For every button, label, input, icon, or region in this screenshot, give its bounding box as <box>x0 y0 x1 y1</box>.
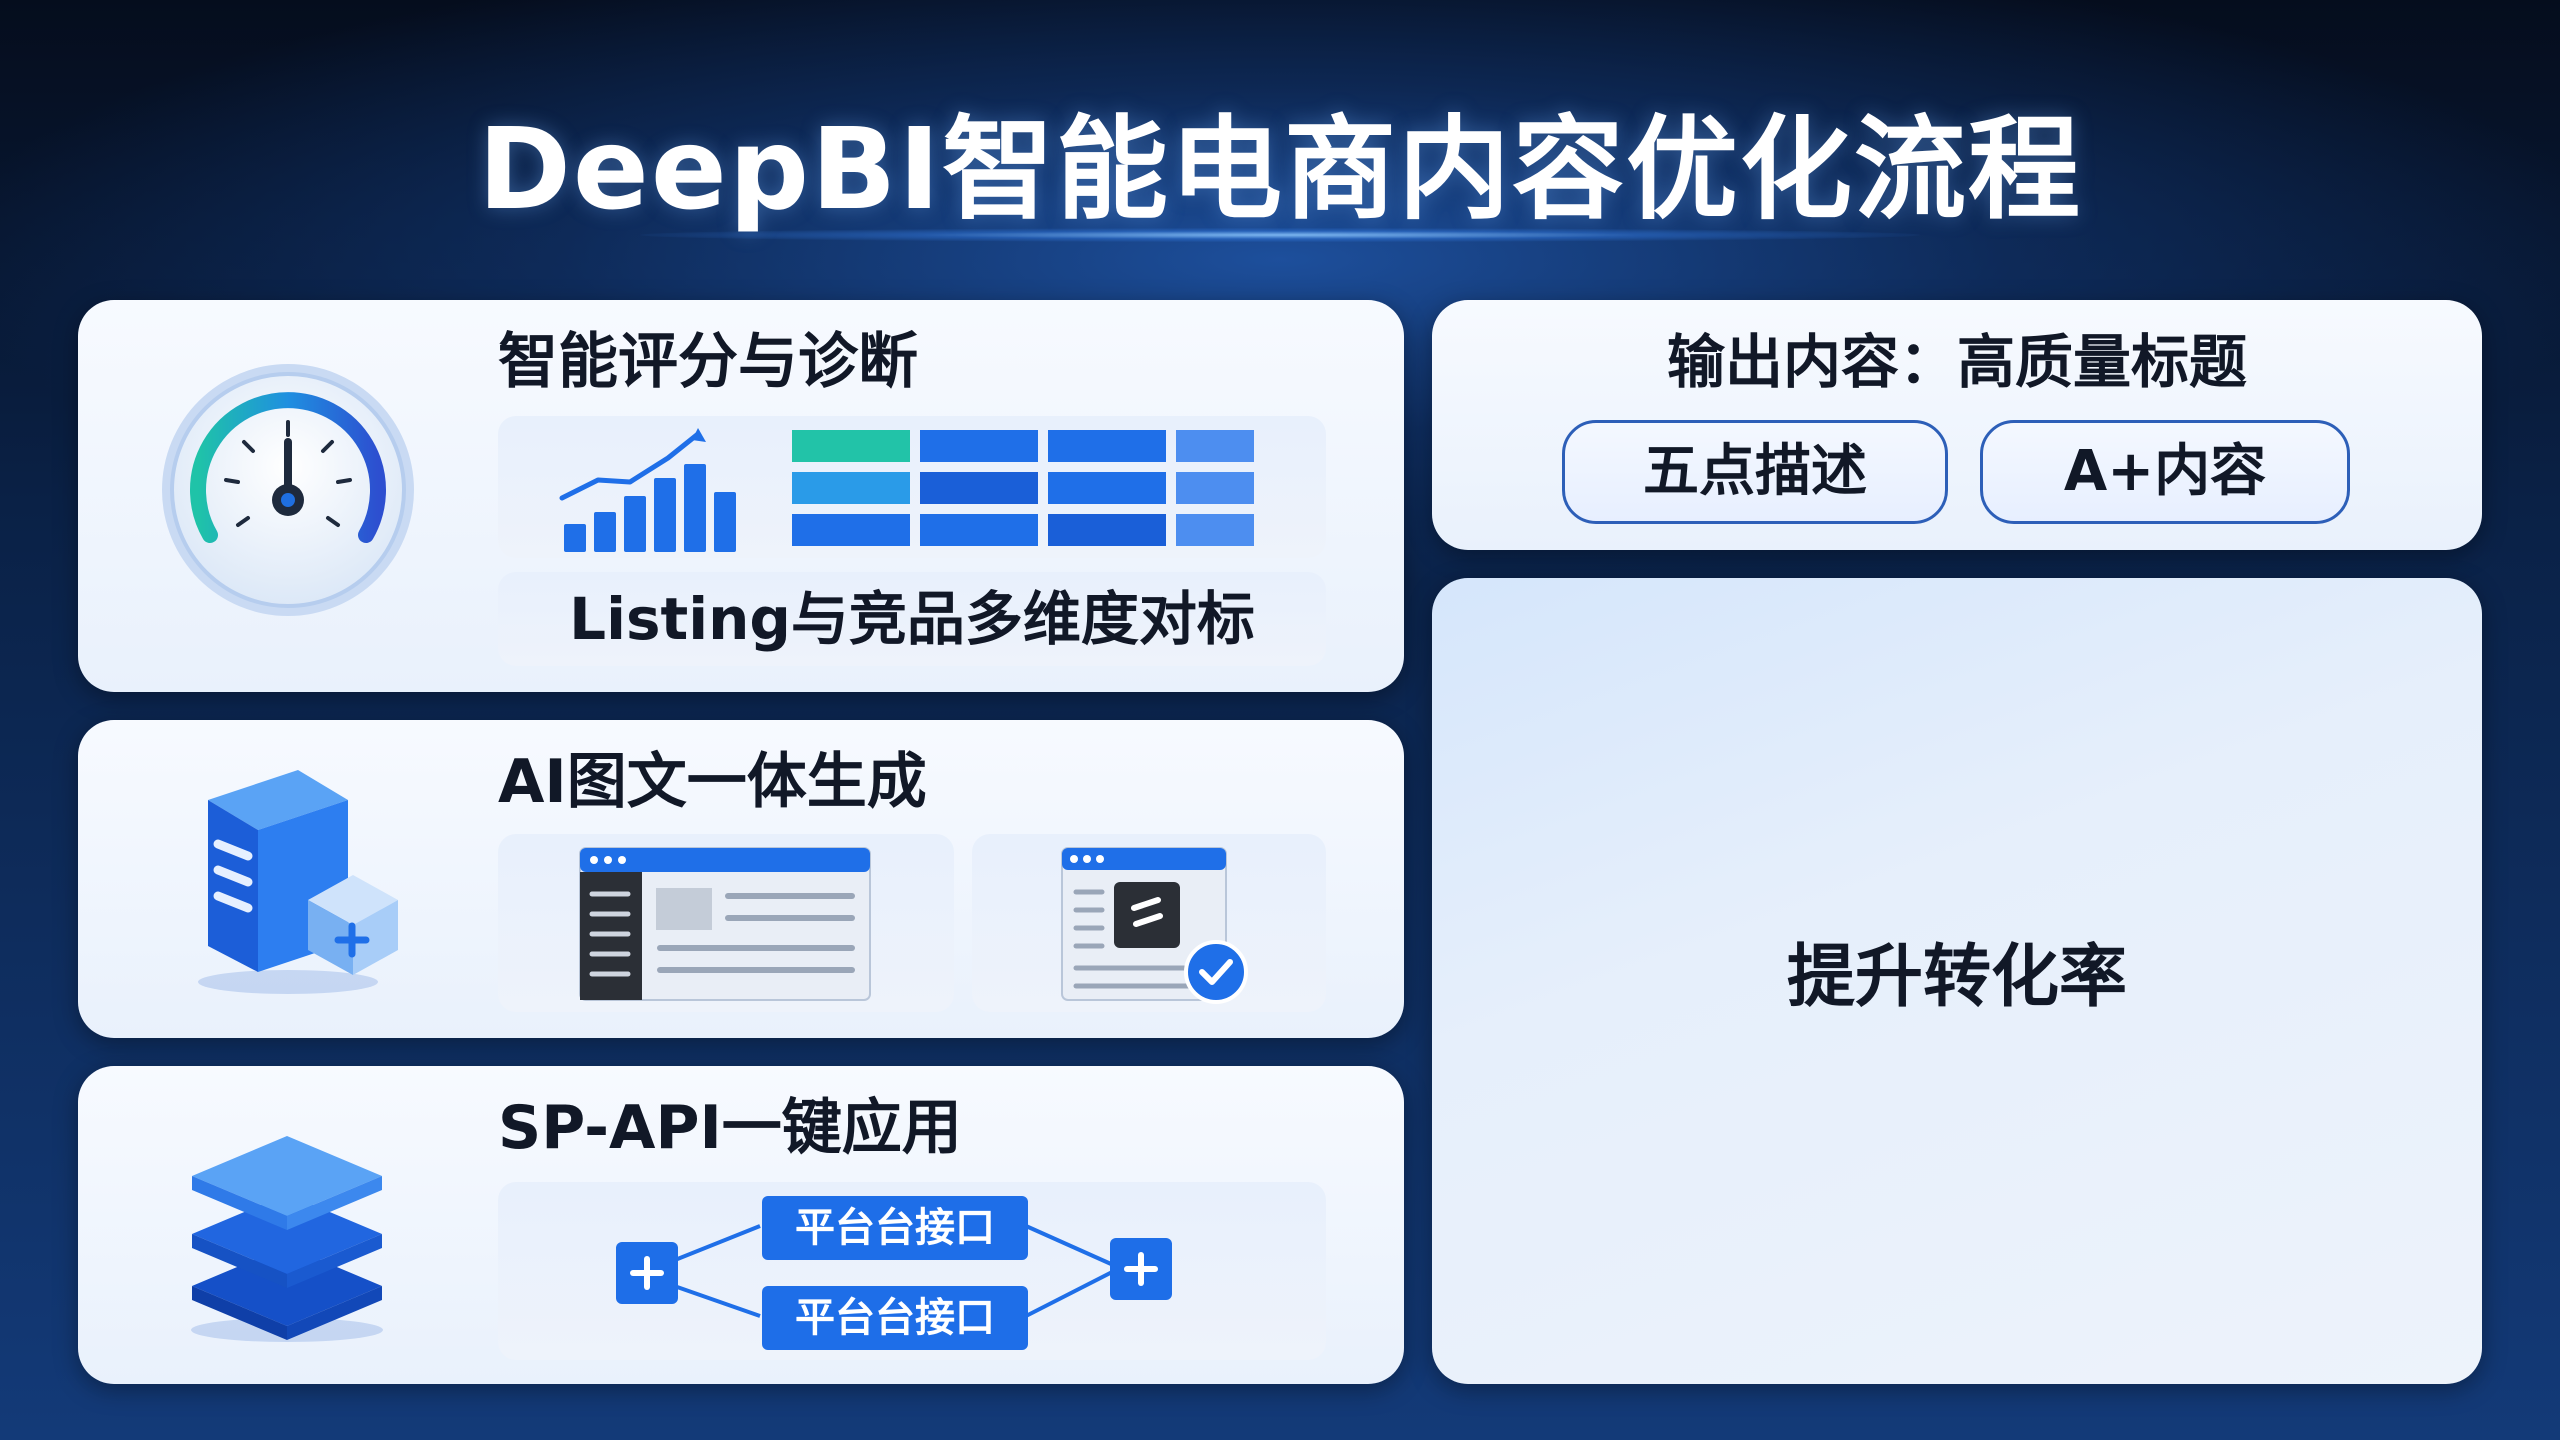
generation-card: AI图文一体生成 <box>78 720 1404 1038</box>
plus-node-right-icon <box>1110 1238 1172 1300</box>
output-card: 输出内容：高质量标题 五点描述 A+内容 <box>1432 300 2482 550</box>
platform-interface-node-top: 平台台接口 <box>762 1196 1028 1260</box>
benchmark-label: Listing与竞品多维度对标 <box>569 585 1255 653</box>
stacked-layers-icon <box>191 1136 383 1342</box>
output-title: 输出内容：高质量标题 <box>1666 328 2247 396</box>
growth-bar-chart-icon <box>559 428 736 552</box>
pill-bullet-points: 五点描述 <box>1562 420 1948 524</box>
layout-panel-left <box>498 834 954 1012</box>
scoring-chart-panel <box>498 416 1326 558</box>
title-glow-line <box>640 228 1920 242</box>
generation-title: AI图文一体生成 <box>498 747 927 817</box>
webpage-layout-icon <box>579 847 871 1001</box>
page-title: DeepBI智能电商内容优化流程 <box>477 105 2083 235</box>
api-card: SP-API一键应用 平台台接口 平台台接口 <box>78 1066 1404 1384</box>
pill-a-plus-content: A+内容 <box>1980 420 2350 524</box>
plus-node-left-icon <box>616 1242 678 1304</box>
platform-interface-node-bottom: 平台台接口 <box>762 1286 1028 1350</box>
result-card: 提升转化率 <box>1432 578 2482 1384</box>
verified-webpage-icon <box>1061 847 1248 1004</box>
api-title: SP-API一键应用 <box>498 1093 962 1163</box>
data-grid-icon <box>792 430 1254 546</box>
speedometer-gauge-icon <box>162 364 414 616</box>
layout-panel-right <box>972 834 1326 1012</box>
scoring-card: 智能评分与诊断 <box>78 300 1404 692</box>
conversion-label: 提升转化率 <box>1786 938 2127 1017</box>
benchmark-panel: Listing与竞品多维度对标 <box>498 572 1326 666</box>
api-flow-panel: 平台台接口 平台台接口 <box>498 1182 1326 1360</box>
document-cube-plus-icon <box>198 770 398 994</box>
scoring-title: 智能评分与诊断 <box>498 327 918 397</box>
